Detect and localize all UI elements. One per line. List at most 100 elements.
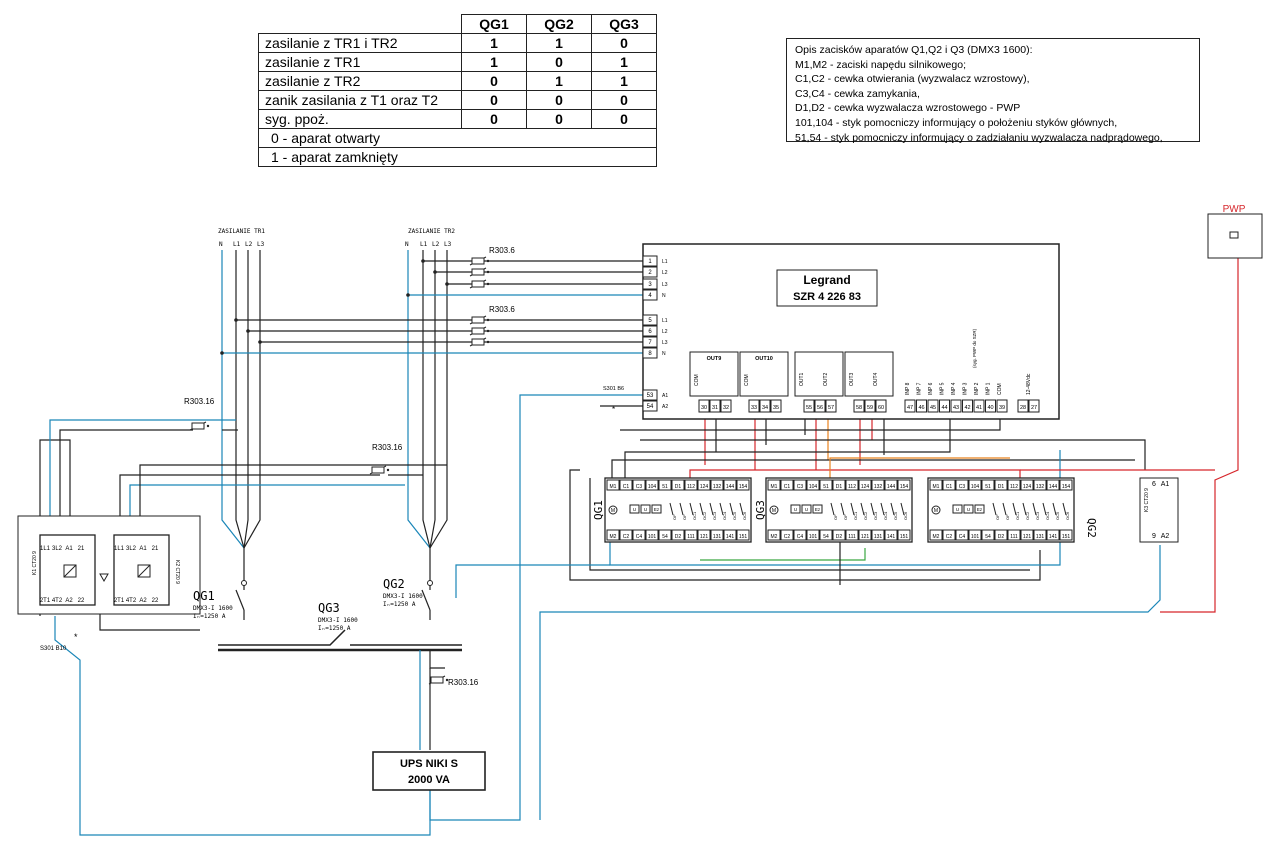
szr-output-term-number: 34: [762, 405, 768, 411]
relay-top-term: 1L1: [114, 546, 125, 552]
szr-brand: Legrand: [803, 273, 850, 287]
terminal-top: [723, 479, 737, 491]
szr-terminal-label: L3: [662, 282, 668, 288]
tr2-conductor: [407, 250, 431, 549]
aux-contact-label: OF: [1005, 514, 1010, 520]
k3-wire: [539, 545, 1161, 820]
interlock-icon: [99, 573, 109, 583]
relay-top-term: 3L2: [52, 546, 63, 552]
control-bus-green: [700, 548, 866, 561]
szr-terminal-label: N: [662, 293, 666, 299]
szr-terminal-number: 1: [648, 259, 652, 265]
szr-output-name: OUT9: [707, 356, 722, 362]
terminal-bottom-number: C4: [959, 534, 966, 540]
terminal-top: [767, 479, 781, 491]
breaker-name: QG3: [318, 601, 340, 615]
terminal-top-number: M1: [933, 484, 940, 490]
szr-input-terminal: [904, 399, 916, 413]
breaker-name: QG1: [193, 589, 215, 603]
szr-input-label: INP 7: [917, 382, 923, 395]
truth-table-legend: 0 - aparat otwarty: [258, 128, 657, 148]
terminal-bottom: [793, 529, 807, 541]
aux-contact: [1052, 502, 1057, 516]
ups-feed: [429, 650, 445, 669]
fuse-label-r5: R303.16: [448, 678, 479, 687]
terminal-top: [632, 479, 646, 491]
relay-bottom-term: 22: [152, 598, 159, 604]
tr2-conductor: [429, 250, 436, 549]
ups-return-blue: [455, 564, 610, 598]
terminal-top-number: 104: [971, 484, 980, 490]
terminal-top: [955, 479, 969, 491]
szr-terminal-number: 4: [648, 293, 652, 299]
terminal-bottom-number: 121: [1023, 534, 1032, 540]
szr-output-label: OUT4: [873, 372, 879, 386]
relay-bottom-term: 22: [78, 598, 85, 604]
aux-contact: [860, 502, 865, 516]
phase-label: N: [405, 241, 409, 248]
terminal-bottom: [806, 529, 820, 541]
szr-terminal-number: 5: [648, 318, 652, 324]
coil-icon: [952, 504, 963, 514]
tr2-label: ZASILANIE TR2: [408, 228, 455, 235]
szr-power-terminal: [1028, 399, 1040, 413]
terminal-bottom: [884, 529, 898, 541]
szr-output-term-number: 55: [806, 405, 812, 411]
szr-output-terminal: [720, 399, 732, 413]
terminal-bottom-number: 151: [900, 534, 909, 540]
szr-terminal: [642, 336, 658, 348]
control-bus-red: [689, 469, 1021, 478]
terminal-bottom: [632, 529, 646, 541]
szr-output-term-number: 32: [723, 405, 729, 411]
szr-input-term-number: 45: [930, 405, 936, 411]
szr-input-terminal: [939, 399, 950, 413]
terminal-top-number: 144: [726, 484, 735, 490]
szr-output-term-number: 30: [701, 405, 707, 411]
breaker-type: DMX3-I 1600: [193, 605, 233, 612]
szr-input-term-number: 44: [941, 405, 947, 411]
ups-rating: 2000 VA: [408, 774, 450, 786]
terminal-bottom: [1007, 529, 1021, 541]
truth-row-label: zasilanie z TR1: [258, 52, 462, 72]
control-bus-orange: [829, 457, 1010, 478]
coil-icon-label: Ez: [815, 507, 821, 512]
tr1-conductor: [243, 250, 249, 549]
terminal-bottom-number: 141: [726, 534, 735, 540]
control-bus: [640, 439, 1146, 470]
coil-icon-label: Ez: [977, 507, 983, 512]
szr-output-terminal: [814, 399, 826, 413]
terminal-top: [981, 479, 995, 491]
szr-output-terminal: [709, 399, 721, 413]
szr-terminal: [642, 314, 658, 326]
terminal-top: [684, 479, 698, 491]
szr-input-term-number: 41: [976, 405, 982, 411]
qg2-block-label: QG2: [1085, 518, 1098, 538]
szr-coil-label: A1: [662, 393, 668, 399]
truth-table-legend: 1 - aparat zamknięty: [258, 147, 657, 167]
terminal-bottom-number: 54: [985, 534, 991, 540]
fuse-label-r4: R303.16: [372, 443, 403, 452]
relay-top-term: 21: [78, 546, 85, 552]
terminal-top: [806, 479, 820, 491]
aux-contact-label: OC3: [712, 511, 717, 520]
aux-contact: [1042, 502, 1047, 516]
terminal-top: [1033, 479, 1047, 491]
terminal-top-number: C1: [623, 484, 630, 490]
terminal-top-number: M1: [610, 484, 617, 490]
szr-terminal-label: L1: [662, 259, 668, 265]
szr-terminal: [642, 266, 658, 278]
k3-label: K3 CT20 9: [1144, 488, 1150, 512]
control-bus: [589, 478, 1030, 571]
aux-contact-label: OF: [995, 514, 1000, 520]
szr-coil-breaker: S301 B6: [603, 386, 624, 392]
qg1-block-label: QG1: [592, 500, 605, 520]
szr-output-term-number: 59: [867, 405, 873, 411]
control-bus: [569, 469, 1041, 581]
szr-output-label: OUT2: [823, 372, 829, 386]
terminal-bottom-number: 111: [687, 534, 695, 540]
terminal-bottom-number: M2: [771, 534, 778, 540]
szr-terminal-number: 6: [648, 329, 652, 335]
aux-contact: [890, 502, 895, 516]
szr-input-label: INP 6: [928, 382, 934, 395]
